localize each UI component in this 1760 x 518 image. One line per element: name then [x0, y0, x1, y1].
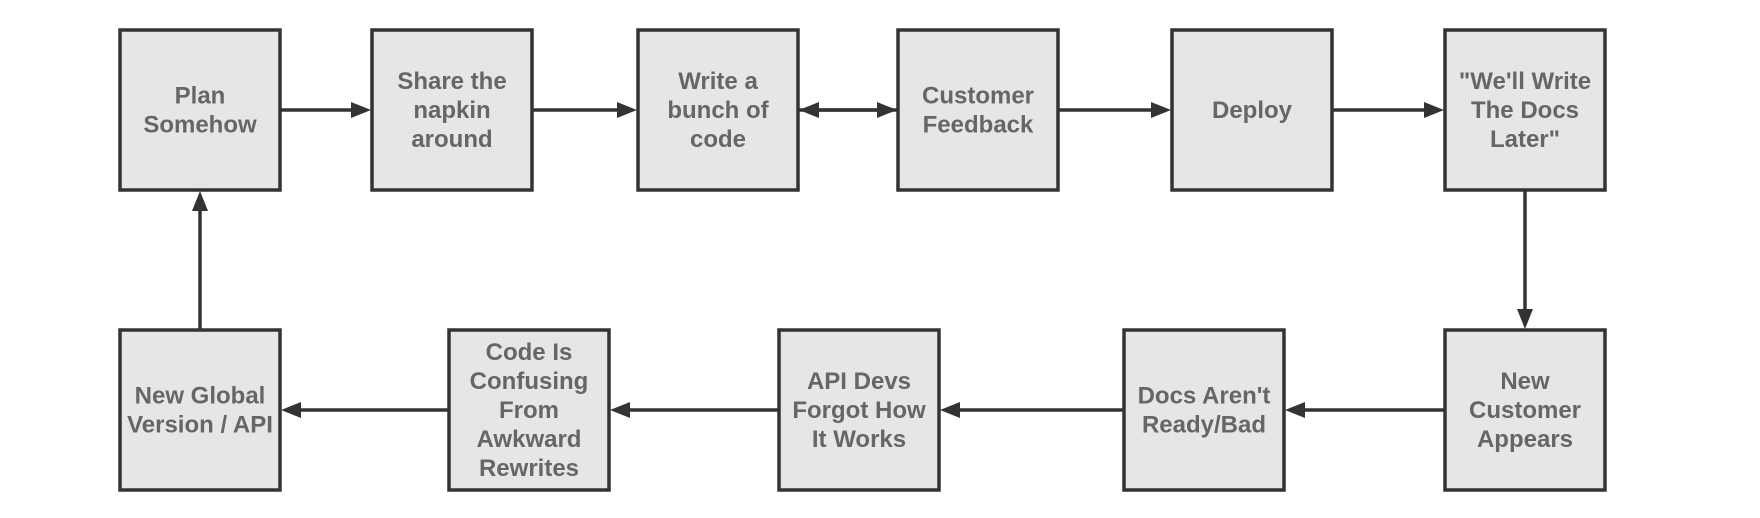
- edge-plan-somehow-to-share-the-napkin: [280, 102, 371, 118]
- node-box: [896, 28, 1060, 192]
- edge-new-customer-to-docs-bad: [1285, 402, 1445, 418]
- edge-deploy-to-docs-later: [1332, 102, 1444, 118]
- edge-share-the-napkin-to-write-code: [532, 102, 637, 118]
- arrow-head: [192, 191, 208, 211]
- node-box: [777, 328, 941, 492]
- arrow-head: [351, 102, 371, 118]
- edge-new-global-version-to-plan-somehow: [192, 191, 208, 330]
- node-box: [447, 328, 611, 492]
- node-box: [118, 28, 282, 192]
- edge-docs-bad-to-api-devs-forgot: [940, 402, 1124, 418]
- edge-docs-later-to-new-customer: [1517, 190, 1533, 329]
- edge-customer-feedback-to-deploy: [1058, 102, 1171, 118]
- node-box: [118, 328, 282, 492]
- arrow-head: [610, 402, 630, 418]
- node-box: [636, 28, 800, 192]
- arrow-head: [799, 102, 819, 118]
- edge-api-devs-forgot-to-code-confusing: [610, 402, 779, 418]
- node-box: [1170, 28, 1334, 192]
- node-deploy: Deploy: [1170, 28, 1334, 192]
- node-box: [370, 28, 534, 192]
- arrow-head: [1285, 402, 1305, 418]
- arrow-head: [281, 402, 301, 418]
- node-box: [1122, 328, 1286, 492]
- arrow-head: [1517, 309, 1533, 329]
- arrow-head: [940, 402, 960, 418]
- node-box: [1443, 328, 1607, 492]
- arrow-head: [1424, 102, 1444, 118]
- node-label: Deploy: [1212, 97, 1293, 124]
- edges-layer: [192, 102, 1533, 418]
- arrow-head: [617, 102, 637, 118]
- node-box: [1443, 28, 1607, 192]
- edge-customer-feedback-to-write-code: [799, 102, 898, 118]
- edge-code-confusing-to-new-global-version: [281, 402, 449, 418]
- arrow-head: [1151, 102, 1171, 118]
